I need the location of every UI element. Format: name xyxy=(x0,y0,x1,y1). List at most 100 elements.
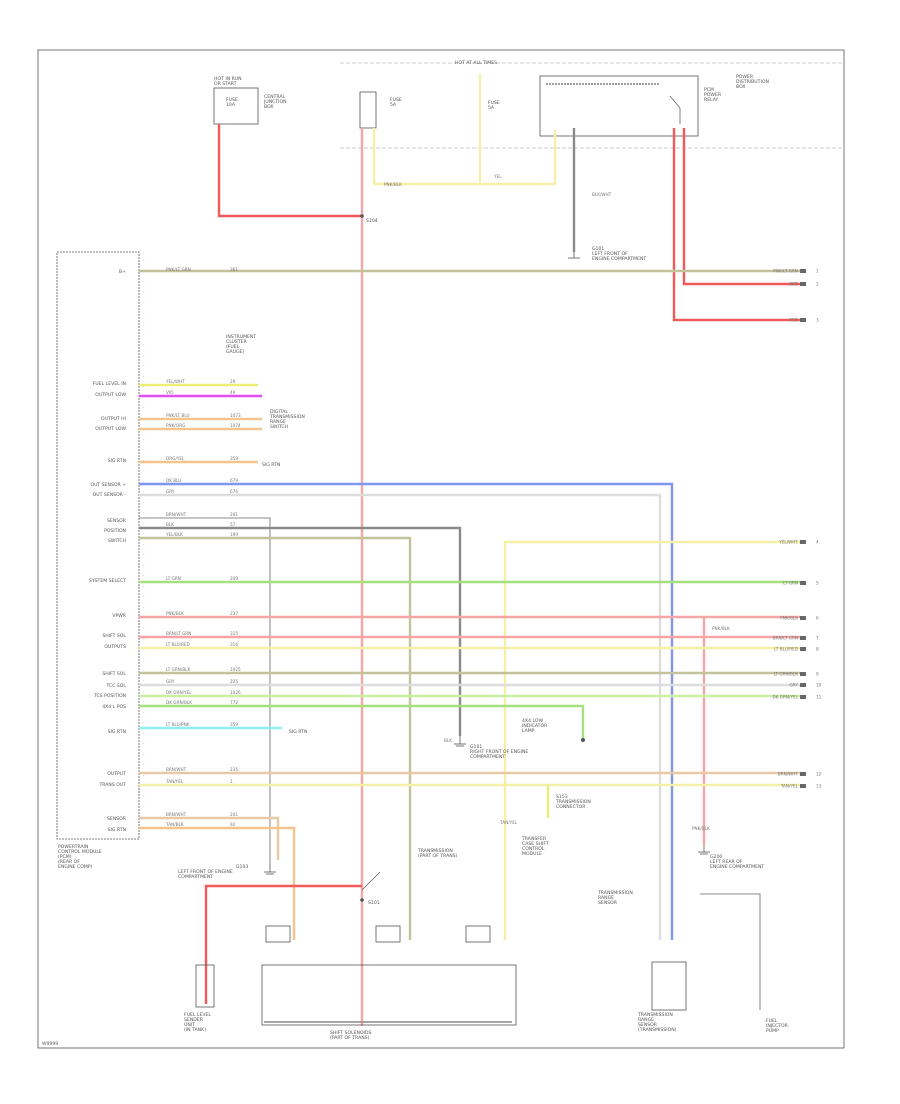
svg-text:BRN/WHT: BRN/WHT xyxy=(166,812,187,817)
pcm-pin-tick: - xyxy=(143,563,145,568)
svg-text:BLK: BLK xyxy=(166,522,174,527)
pcm-pin-tick: - xyxy=(143,531,145,536)
svg-text:359: 359 xyxy=(230,722,238,727)
svg-text:1025: 1025 xyxy=(230,667,241,672)
right-terminal-cap-2 xyxy=(800,318,806,322)
pcm-pin-tick: - xyxy=(143,405,145,410)
fuel-sender-box xyxy=(195,964,215,1008)
wire-4x4-low xyxy=(139,704,585,738)
right-terminal-cap-0 xyxy=(800,269,806,273)
pcm-pin-tick: - xyxy=(143,342,145,347)
pcm-pin-tick: - xyxy=(143,353,145,358)
pcm-pin-tick: - xyxy=(143,279,145,284)
hot-in-run-box xyxy=(213,87,259,125)
ground-g200-symbol xyxy=(698,845,710,855)
pcm-pin-tick: - xyxy=(143,258,145,263)
wire-relay-red-2 xyxy=(682,128,800,286)
svg-text:315: 315 xyxy=(230,631,238,636)
pcm-pin-tick: - xyxy=(143,300,145,305)
pcm-pin-tick: - xyxy=(143,773,145,778)
svg-text:1: 1 xyxy=(230,779,233,784)
relay-switch-symbol xyxy=(669,95,681,124)
switch-contact-symbol xyxy=(361,871,381,891)
pcm-label-8: SENSOR xyxy=(107,518,127,524)
pcm-pin-tick: - xyxy=(143,720,145,725)
right-terminal-cap-3 xyxy=(800,540,806,544)
svg-text:TAN/YEL: TAN/YEL xyxy=(499,820,518,825)
bottom-code: W9999 xyxy=(42,1041,58,1047)
right-terminal-cap-5 xyxy=(800,616,806,620)
right-terminal-ref-4: 5 xyxy=(816,581,819,586)
right-terminal-ref-0: 1 xyxy=(816,269,819,274)
right-terminal-label-3: YEL/WHT xyxy=(778,540,798,545)
right-terminal-cap-12 xyxy=(800,784,806,788)
pcm-label-13: SHIFT SOL xyxy=(102,633,126,639)
svg-text:BRN/WHT: BRN/WHT xyxy=(166,767,187,772)
right-terminal-ref-5: 6 xyxy=(816,616,819,621)
pcm-pin-tick: - xyxy=(143,321,145,326)
right-terminal-ref-7: 8 xyxy=(816,647,819,652)
right-terminal-cap-1 xyxy=(800,282,806,286)
pcm-pin-tick: - xyxy=(143,752,145,757)
svg-text:49: 49 xyxy=(230,390,236,395)
svg-text:GRY: GRY xyxy=(166,489,175,494)
pcm-label-17: TCS POSITION xyxy=(93,693,126,699)
pcm-pin-tick: - xyxy=(143,552,145,557)
connector-c1 xyxy=(265,925,291,943)
pcm-label-9: POSITION xyxy=(104,528,126,534)
svg-text:1073: 1073 xyxy=(230,413,241,418)
pcm-pin-tick: - xyxy=(143,542,145,547)
svg-text:679: 679 xyxy=(230,478,238,483)
svg-text:225: 225 xyxy=(230,679,238,684)
svg-text:199: 199 xyxy=(230,532,238,537)
pcm-pin-tick: - xyxy=(143,699,145,704)
fuse-5a-box xyxy=(359,91,377,129)
pcm-pin-tick: - xyxy=(143,447,145,452)
right-terminal-label-5: PNK/BLK xyxy=(780,616,798,621)
svg-text:316: 316 xyxy=(230,642,238,647)
wire-sensor-2 xyxy=(139,526,462,736)
splice-s101-dot xyxy=(360,898,364,902)
svg-text:237: 237 xyxy=(230,611,238,616)
pcm-pin-tick: - xyxy=(143,594,145,599)
pcm-label-21: TRANS OUT xyxy=(98,782,126,788)
pcm-pin-tick: - xyxy=(143,678,145,683)
wire-yellow-top xyxy=(372,128,557,186)
pcm-label-3: OUTPUT HI xyxy=(101,416,126,422)
pcm-pin-tick: - xyxy=(143,363,145,368)
svg-text:PNK/BLK: PNK/BLK xyxy=(384,182,402,187)
pcm-pin-tick: - xyxy=(143,311,145,316)
connector-c3 xyxy=(465,925,491,943)
svg-text:ORG/YEL: ORG/YEL xyxy=(166,456,185,461)
trans-label: TRANSMISSION(PART OF TRANS) xyxy=(417,848,458,859)
wire-relay-red-3 xyxy=(672,128,800,322)
ground-pdb-symbol xyxy=(568,252,580,259)
right-terminal-label-11: BRN/WHT xyxy=(778,772,799,777)
pcm-pin-tick: - xyxy=(143,605,145,610)
svg-text:1026: 1026 xyxy=(230,690,241,695)
range-sensor-box xyxy=(651,961,687,1011)
pcm-pin-tick: - xyxy=(143,741,145,746)
svg-text:57: 57 xyxy=(230,522,236,527)
right-terminal-cap-7 xyxy=(800,647,806,651)
svg-text:GRY: GRY xyxy=(166,679,175,684)
svg-text:PNK/ORG: PNK/ORG xyxy=(166,423,185,428)
diagram-frame xyxy=(37,49,845,1049)
right-terminal-label-10: DK GRN/YEL xyxy=(772,695,798,700)
svg-text:676: 676 xyxy=(230,489,238,494)
pcm-pin-tick: - xyxy=(143,489,145,494)
pcm-pin-tick: - xyxy=(143,710,145,715)
